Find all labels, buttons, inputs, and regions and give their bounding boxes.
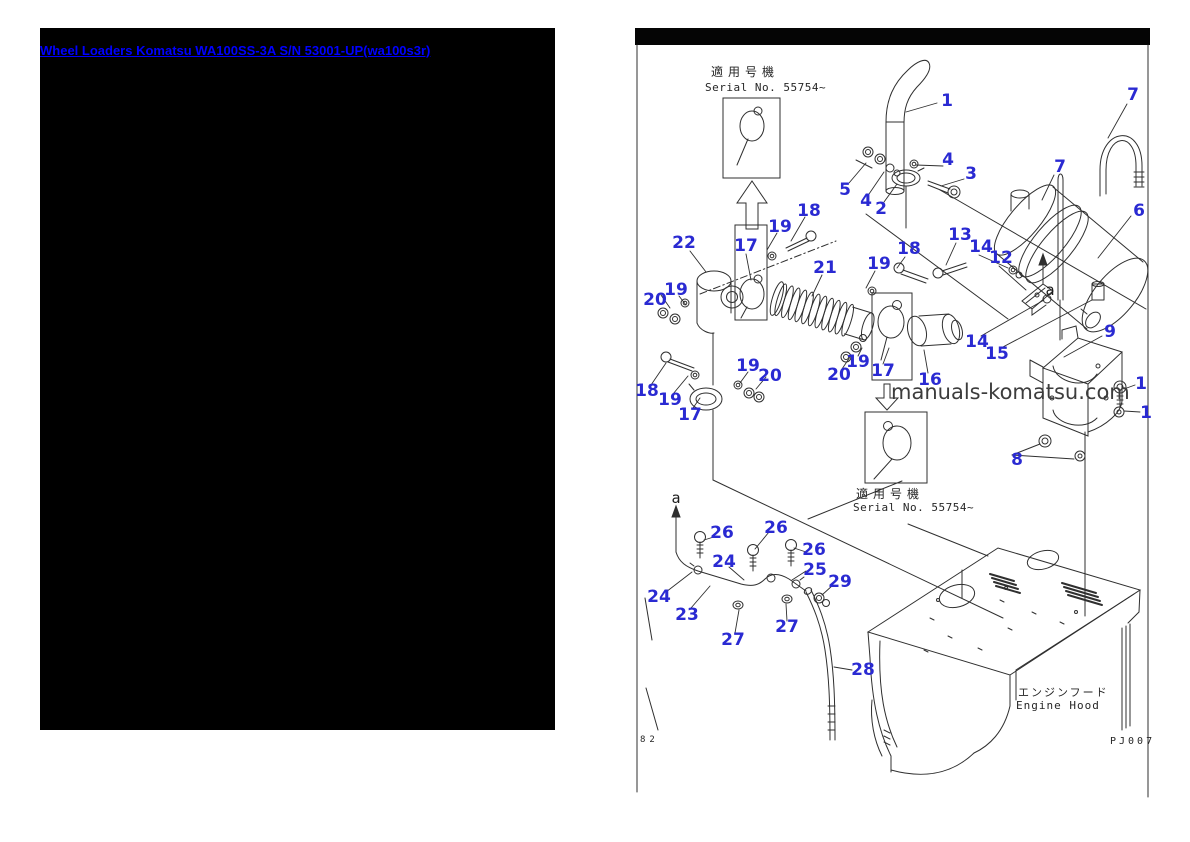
left-black-panel: [40, 28, 555, 730]
applicability-note-bottom-serial: Serial No. 55754~: [853, 501, 975, 514]
callout-22: 22: [672, 233, 696, 253]
callout-14: 14: [969, 237, 993, 257]
callout-21: 21: [813, 258, 837, 278]
callout-1: 1: [1135, 374, 1147, 394]
engine-hood-label-en: Engine Hood: [1016, 699, 1100, 712]
callout-1: 1: [941, 91, 953, 111]
callout-26: 26: [710, 523, 734, 543]
callout-17: 17: [871, 361, 895, 381]
breadcrumb-link[interactable]: Wheel Loaders Komatsu WA100SS-3A S/N 530…: [40, 43, 431, 58]
callout-25: 25: [803, 560, 827, 580]
page-number: 82: [640, 735, 659, 745]
callout-7: 7: [1127, 85, 1139, 105]
applicability-note-top-jp: 適用号機: [711, 65, 780, 79]
watermark-text: manuals-komatsu.com: [891, 380, 1130, 404]
callout-18: 18: [797, 201, 821, 221]
drawing-code: PJ007: [1110, 736, 1156, 747]
diagram-top-bar: [635, 28, 1150, 45]
view-marker-a: a: [671, 489, 681, 507]
callout-18: 18: [635, 381, 659, 401]
callout-24: 24: [712, 552, 736, 572]
callout-20: 20: [827, 365, 851, 385]
callout-19: 19: [867, 254, 891, 274]
applicability-note-top-serial: Serial No. 55754~: [705, 81, 827, 94]
callout-19: 19: [768, 217, 792, 237]
callout-18: 18: [897, 239, 921, 259]
callout-17: 17: [734, 236, 758, 256]
callout-2: 2: [875, 199, 887, 219]
callout-13: 13: [948, 225, 972, 245]
callout-20: 20: [758, 366, 782, 386]
callout-8: 8: [1011, 450, 1023, 470]
callout-27: 27: [775, 617, 799, 637]
callout-20: 20: [643, 290, 667, 310]
callout-3: 3: [965, 164, 977, 184]
callout-26: 26: [802, 540, 826, 560]
callout-5: 5: [839, 180, 851, 200]
callout-29: 29: [828, 572, 852, 592]
callout-19: 19: [658, 390, 682, 410]
callout-14: 14: [965, 332, 989, 352]
callout-19: 19: [846, 352, 870, 372]
callout-9: 9: [1104, 322, 1116, 342]
callout-19: 19: [664, 280, 688, 300]
view-marker-a: a: [1045, 281, 1055, 299]
engine-hood-label-jp: エンジンフード: [1018, 686, 1109, 699]
callout-1: 1: [1140, 403, 1152, 423]
callout-4: 4: [860, 191, 872, 211]
applicability-note-bottom-jp: 適用号機: [856, 487, 925, 501]
callout-15: 15: [985, 344, 1009, 364]
callout-7: 7: [1054, 157, 1066, 177]
callout-26: 26: [764, 518, 788, 538]
callout-23: 23: [675, 605, 699, 625]
callout-4: 4: [942, 150, 954, 170]
callout-24: 24: [647, 587, 671, 607]
callout-27: 27: [721, 630, 745, 650]
callout-28: 28: [851, 660, 875, 680]
callout-6: 6: [1133, 201, 1145, 221]
callout-16: 16: [918, 370, 942, 390]
callout-17: 17: [678, 405, 702, 425]
callout-19: 19: [736, 356, 760, 376]
callout-12: 12: [989, 248, 1013, 268]
